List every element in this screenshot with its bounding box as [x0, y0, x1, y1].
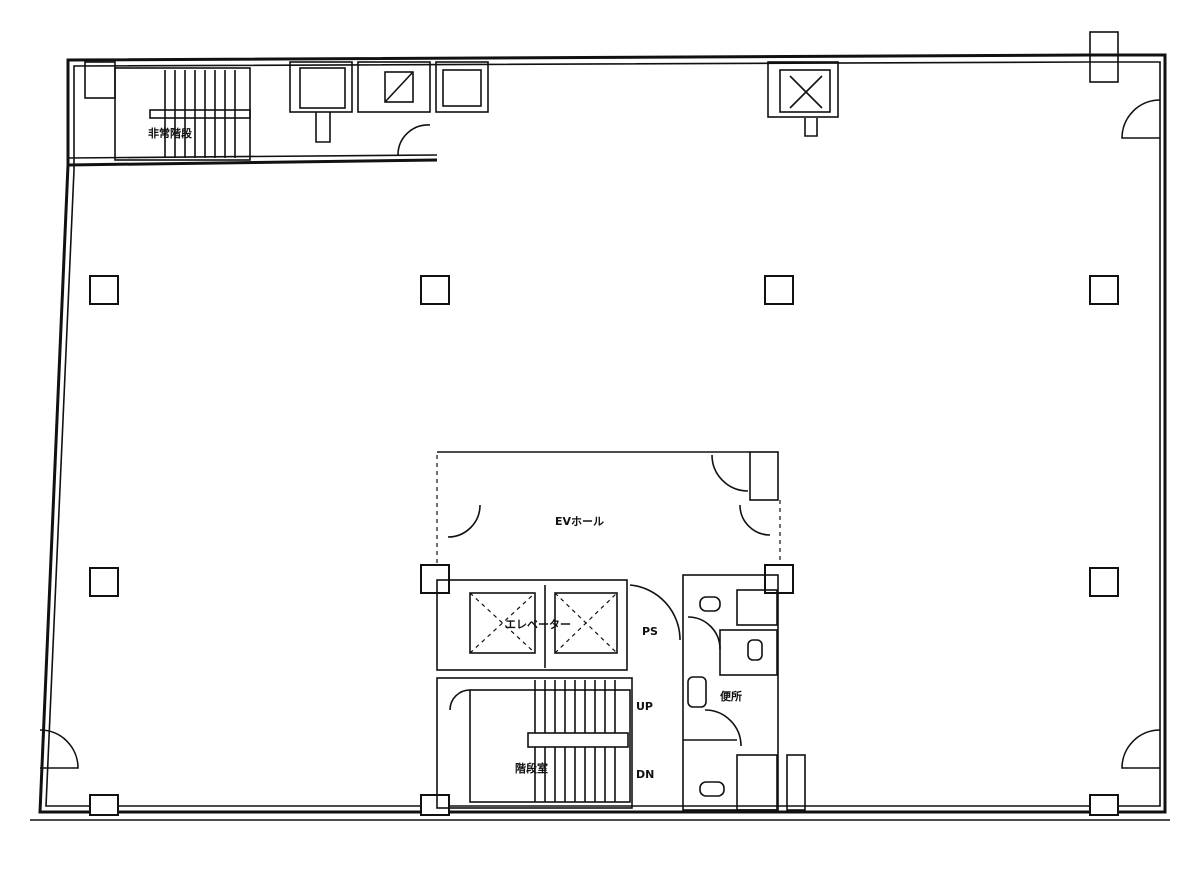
columns [89, 275, 1119, 816]
elevator-label: エレベーター [505, 618, 571, 631]
top-shafts [289, 31, 1161, 156]
emergency-stairs: 非常階段 [84, 61, 251, 161]
toilet-label: 便所 [720, 689, 742, 703]
toilets: 便所 [682, 574, 806, 811]
stair-room: UP DN 階段室 [436, 677, 654, 809]
emergency-stairs-label: 非常階段 [148, 126, 192, 140]
ps-label: PS [642, 625, 658, 638]
ev-hall: EVホール [436, 451, 781, 565]
outer-walls [30, 53, 1170, 821]
ev-hall-label: EVホール [555, 515, 604, 528]
corner-doors [39, 729, 1161, 769]
stair-down-label: DN [636, 768, 654, 781]
stair-up-label: UP [636, 700, 653, 713]
stair-room-label: 階段室 [515, 761, 548, 775]
elevators: エレベーター PS [436, 579, 681, 671]
